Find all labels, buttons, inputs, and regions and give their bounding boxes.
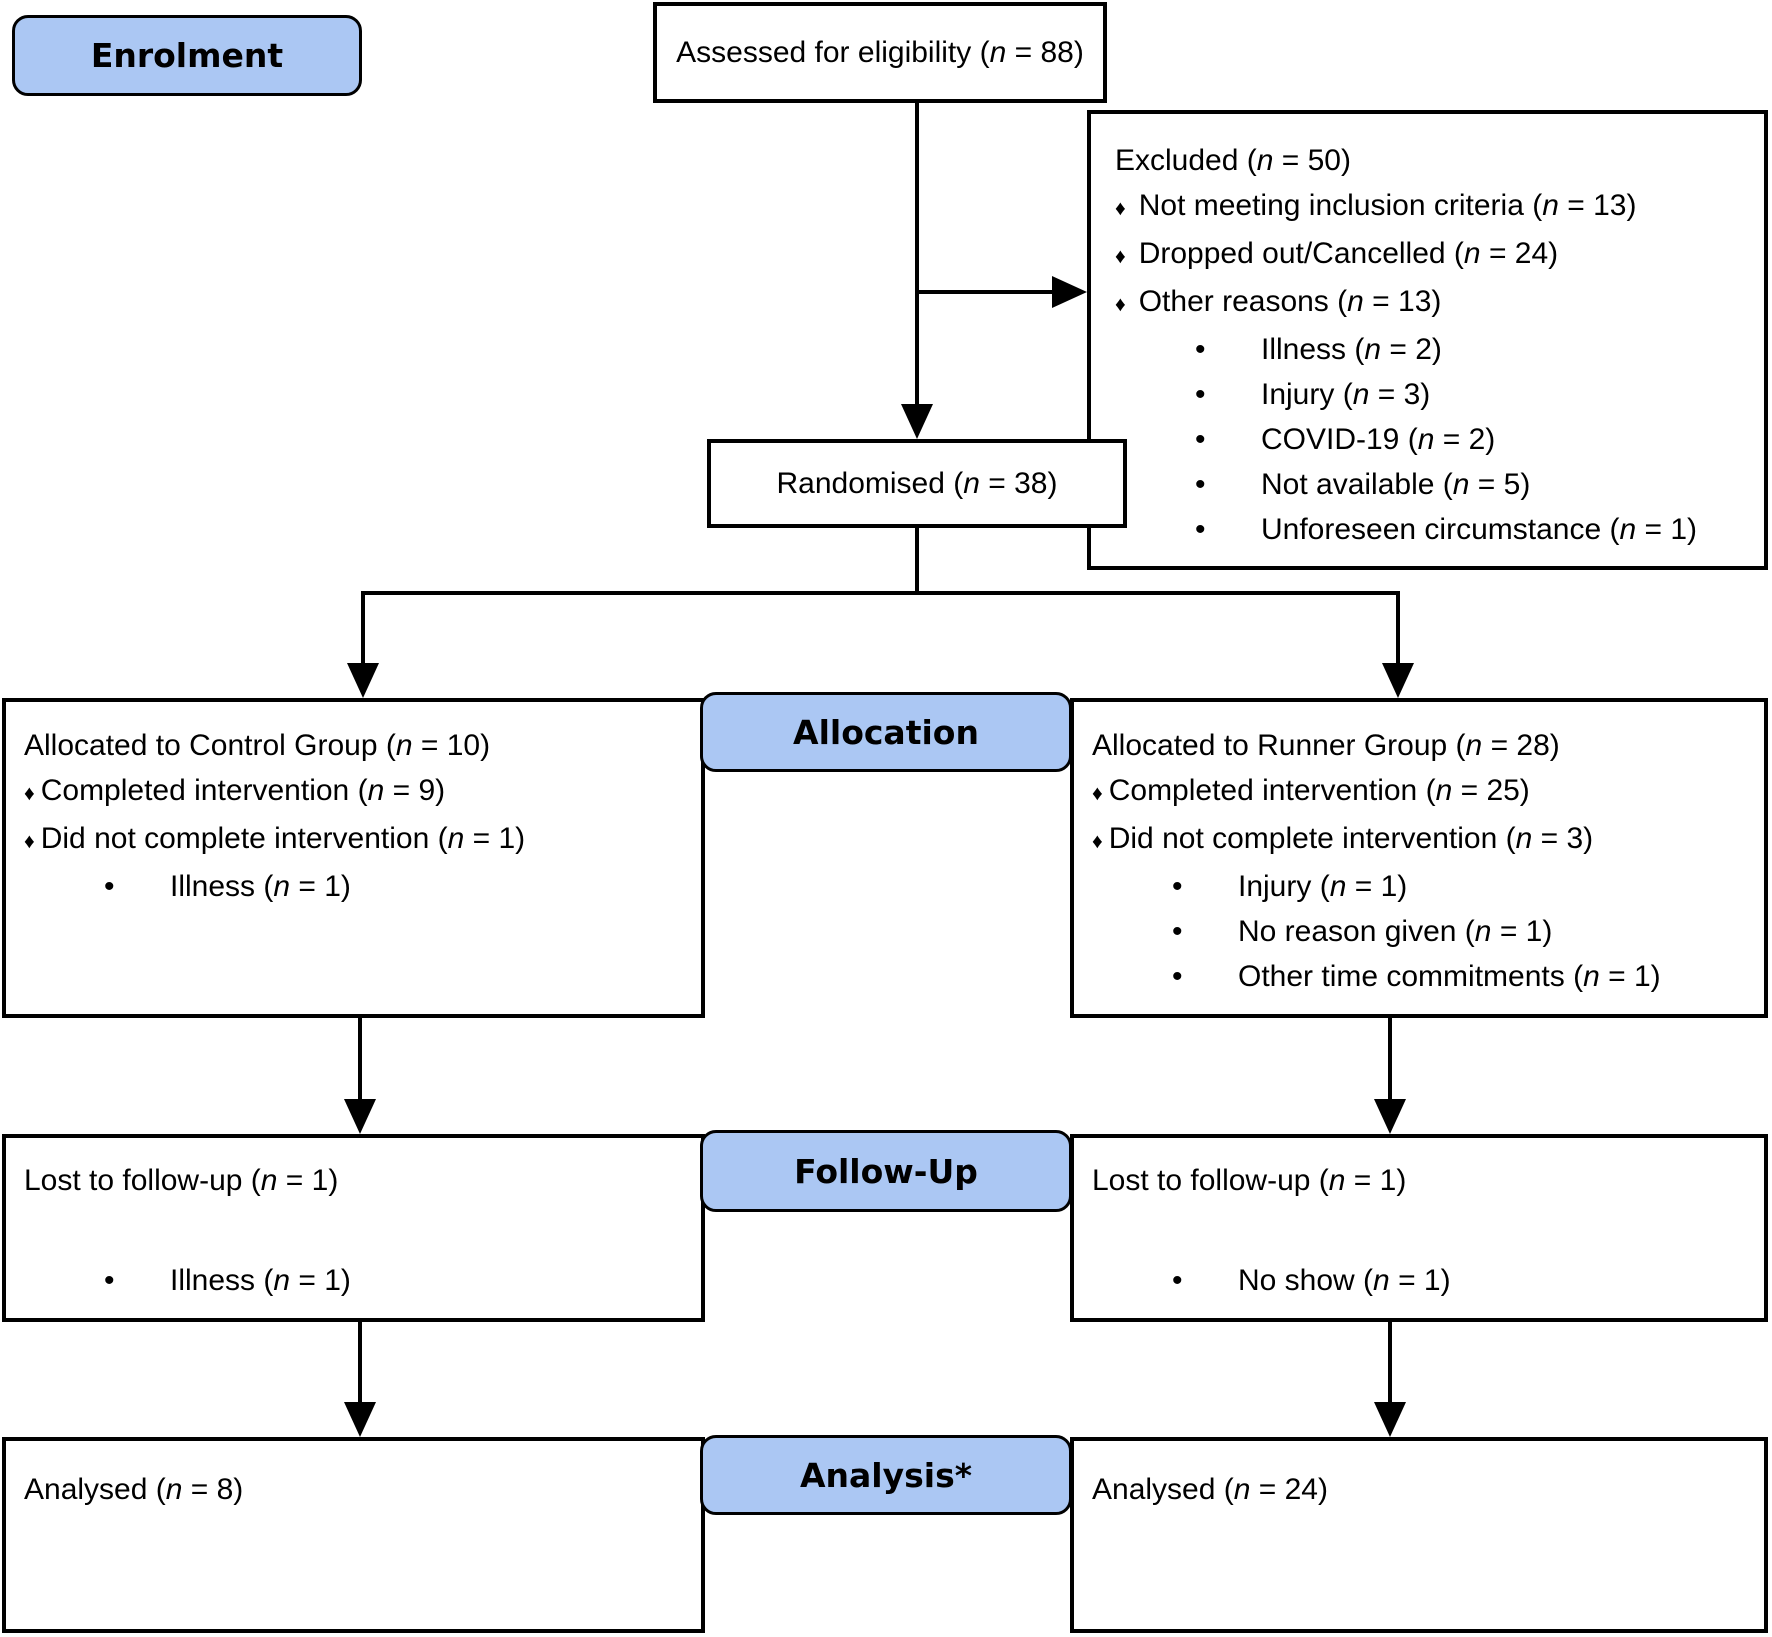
stage-label-enrolment: Enrolment xyxy=(12,15,362,96)
excluded-box: Excluded (n = 50) ♦ Not meeting inclusion … xyxy=(1087,110,1768,570)
box-line: • Not available (n = 5) xyxy=(1115,462,1754,507)
line-text: Excluded (n = 50) xyxy=(1115,144,1351,177)
round-bullet-icon: • xyxy=(1195,378,1206,411)
lost-to-followup-runner-box: Lost to follow-up (n = 1) • No show (n = 1… xyxy=(1070,1134,1768,1322)
line-text: Allocated to Runner Group (n = 28) xyxy=(1092,729,1560,762)
line-text: Randomised (n = 38) xyxy=(776,467,1058,500)
line-text: Analysed (n = 24) xyxy=(1092,1473,1328,1506)
diamond-bullet-icon: ♦ xyxy=(24,782,35,805)
line-text: No show (n = 1) xyxy=(1238,1264,1451,1297)
round-bullet-icon: • xyxy=(1172,1264,1183,1297)
line-text: Analysed (n = 8) xyxy=(24,1473,244,1506)
line-text: Not available (n = 5) xyxy=(1261,468,1531,501)
box-line: ♦ Not meeting inclusion criteria (n = 13) xyxy=(1115,183,1754,231)
line-text: Illness (n = 2) xyxy=(1261,333,1442,366)
box-line: Analysed (n = 8) xyxy=(24,1467,691,1512)
round-bullet-icon: • xyxy=(104,870,115,903)
line-text: Assessed for eligibility (n = 88) xyxy=(676,36,1084,69)
round-bullet-icon: • xyxy=(1172,960,1183,993)
arrow-assessed-to-randomised xyxy=(901,103,933,439)
box-line: • Illness (n = 1) xyxy=(24,864,691,909)
line-text: Completed intervention (n = 9) xyxy=(40,774,446,807)
box-line: Lost to follow-up (n = 1) xyxy=(1092,1158,1754,1203)
diamond-bullet-icon: ♦ xyxy=(1115,245,1126,268)
line-text: Injury (n = 3) xyxy=(1261,378,1431,411)
diamond-bullet-icon: ♦ xyxy=(1115,197,1126,220)
box-line: Allocated to Control Group (n = 10) xyxy=(24,723,691,768)
box-line: • Illness (n = 1) xyxy=(24,1258,691,1303)
round-bullet-icon: • xyxy=(1195,513,1206,546)
box-line: • No show (n = 1) xyxy=(1092,1258,1754,1303)
randomised-box: Randomised (n = 38) xyxy=(707,439,1127,528)
box-line: ♦Completed intervention (n = 25) xyxy=(1092,768,1754,816)
line-text: Did not complete intervention (n = 3) xyxy=(1108,822,1594,855)
box-line: Analysed (n = 24) xyxy=(1092,1467,1754,1512)
arrow-runner-followup-to-analysis xyxy=(1374,1322,1406,1437)
line-text: Lost to follow-up (n = 1) xyxy=(1092,1164,1407,1197)
stage-label-allocation: Allocation xyxy=(700,692,1072,772)
stage-label-followup: Follow-Up xyxy=(700,1130,1072,1212)
line-text: Unforeseen circumstance (n = 1) xyxy=(1261,513,1698,546)
stage-label-analysis: Analysis* xyxy=(700,1435,1072,1515)
box-line: Excluded (n = 50) xyxy=(1115,138,1754,183)
box-line: ♦ Other reasons (n = 13) xyxy=(1115,279,1754,327)
line-text: Other time commitments (n = 1) xyxy=(1238,960,1661,993)
round-bullet-icon: • xyxy=(104,1264,115,1297)
allocated-control-box: Allocated to Control Group (n = 10) ♦Comp… xyxy=(2,698,705,1018)
box-line: Lost to follow-up (n = 1) xyxy=(24,1158,691,1203)
line-text: Injury (n = 1) xyxy=(1238,870,1408,903)
box-line: ♦ Dropped out/Cancelled (n = 24) xyxy=(1115,231,1754,279)
arrow-assessed-to-excluded xyxy=(917,276,1087,308)
line-text: Illness (n = 1) xyxy=(170,870,351,903)
box-line: Assessed for eligibility (n = 88) xyxy=(676,30,1084,75)
round-bullet-icon: • xyxy=(1195,333,1206,366)
line-text: Allocated to Control Group (n = 10) xyxy=(24,729,491,762)
line-text: Other reasons (n = 13) xyxy=(1138,285,1442,318)
box-line: • COVID-19 (n = 2) xyxy=(1115,417,1754,462)
box-line: • Unforeseen circumstance (n = 1) xyxy=(1115,507,1754,552)
diamond-bullet-icon: ♦ xyxy=(1092,830,1103,853)
line-text: Dropped out/Cancelled (n = 24) xyxy=(1138,237,1559,270)
line-text: Illness (n = 1) xyxy=(170,1264,351,1297)
box-line: ♦Completed intervention (n = 9) xyxy=(24,768,691,816)
assessed-box: Assessed for eligibility (n = 88) xyxy=(653,2,1107,103)
round-bullet-icon: • xyxy=(1195,423,1206,456)
allocated-runner-box: Allocated to Runner Group (n = 28) ♦Compl… xyxy=(1070,698,1768,1018)
line-text: Not meeting inclusion criteria (n = 13) xyxy=(1138,189,1637,222)
line-text: COVID-19 (n = 2) xyxy=(1261,423,1496,456)
arrow-control-followup-to-analysis xyxy=(344,1322,376,1437)
box-line: • Injury (n = 3) xyxy=(1115,372,1754,417)
analysed-control-box: Analysed (n = 8) xyxy=(2,1437,705,1633)
box-line: Randomised (n = 38) xyxy=(776,461,1057,506)
diamond-bullet-icon: ♦ xyxy=(24,830,35,853)
arrow-control-allocation-to-followup xyxy=(344,1018,376,1134)
line-text: Completed intervention (n = 25) xyxy=(1108,774,1530,807)
round-bullet-icon: • xyxy=(1172,870,1183,903)
box-line: • Injury (n = 1) xyxy=(1092,864,1754,909)
arrow-runner-allocation-to-followup xyxy=(1374,1018,1406,1134)
round-bullet-icon: • xyxy=(1195,468,1206,501)
box-line: ♦Did not complete intervention (n = 3) xyxy=(1092,816,1754,864)
round-bullet-icon: • xyxy=(1172,915,1183,948)
box-line: • Other time commitments (n = 1) xyxy=(1092,954,1754,999)
lost-to-followup-control-box: Lost to follow-up (n = 1) • Illness (n = 1… xyxy=(2,1134,705,1322)
box-line: • No reason given (n = 1) xyxy=(1092,909,1754,954)
box-line: • Illness (n = 2) xyxy=(1115,327,1754,372)
line-text: No reason given (n = 1) xyxy=(1238,915,1553,948)
diamond-bullet-icon: ♦ xyxy=(1115,293,1126,316)
analysed-runner-box: Analysed (n = 24) xyxy=(1070,1437,1768,1633)
line-text: Did not complete intervention (n = 1) xyxy=(40,822,526,855)
box-line: ♦Did not complete intervention (n = 1) xyxy=(24,816,691,864)
box-line: Allocated to Runner Group (n = 28) xyxy=(1092,723,1754,768)
diamond-bullet-icon: ♦ xyxy=(1092,782,1103,805)
line-text: Lost to follow-up (n = 1) xyxy=(24,1164,339,1197)
